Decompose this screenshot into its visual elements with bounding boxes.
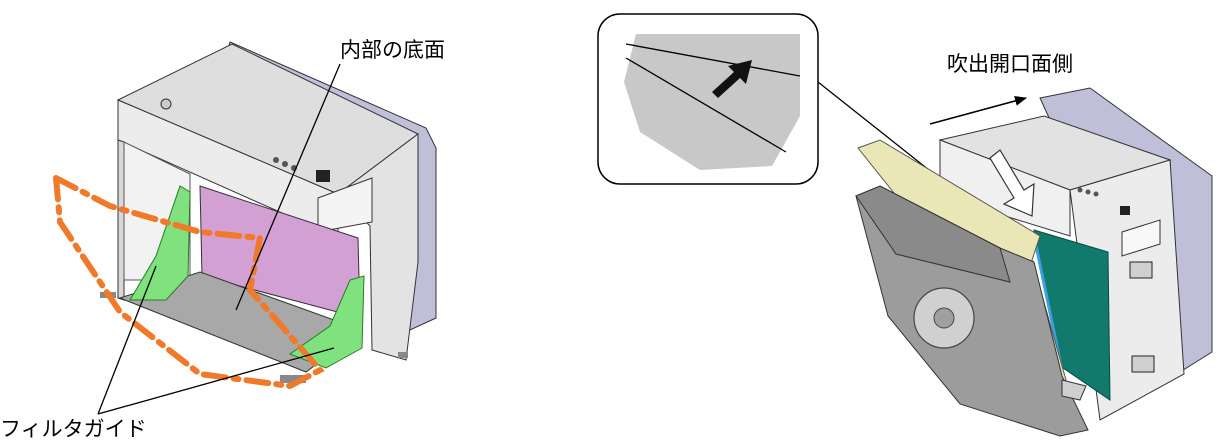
right-cover-foot <box>1061 379 1087 401</box>
right-button-dot <box>1085 189 1091 195</box>
left-button-dot <box>273 157 279 163</box>
left-display-window <box>317 177 373 233</box>
filter-guide-left <box>129 185 191 301</box>
outlet-side-label: 吹出開口面側 <box>947 52 1073 76</box>
right-cabinet <box>855 87 1213 437</box>
filter-guide-label: フィルタガイド <box>0 417 147 441</box>
detail-leader-line <box>817 81 935 175</box>
detail-edge-line <box>625 57 787 153</box>
right-latch <box>1129 261 1153 279</box>
left-leader-lines <box>97 63 341 415</box>
left-top-knob <box>160 98 172 110</box>
right-button-dot <box>1093 191 1099 197</box>
left-pillar <box>117 139 125 301</box>
right-button-dot <box>1077 187 1083 193</box>
left-indicator <box>316 170 330 182</box>
left-foot <box>398 352 408 358</box>
detail-callout <box>597 13 935 185</box>
fan-hub <box>933 307 955 329</box>
left-button-dot <box>282 161 288 167</box>
thick-arrow-up-right-icon <box>712 60 752 98</box>
white-arrow-down-icon <box>989 149 1035 217</box>
right-latch <box>1131 355 1155 373</box>
interior-bottom-label: 内部の底面 <box>340 38 445 62</box>
right-indicator <box>1120 206 1130 215</box>
left-cabinet <box>100 41 437 383</box>
thin-arrow-right-icon <box>929 96 1027 125</box>
right-display-window <box>1121 219 1161 257</box>
right-cover-top <box>855 185 1011 283</box>
detail-edge-line <box>625 43 801 77</box>
filter-guide-right <box>288 275 365 369</box>
left-foot <box>280 375 306 383</box>
filter-dash-outline <box>53 175 325 390</box>
